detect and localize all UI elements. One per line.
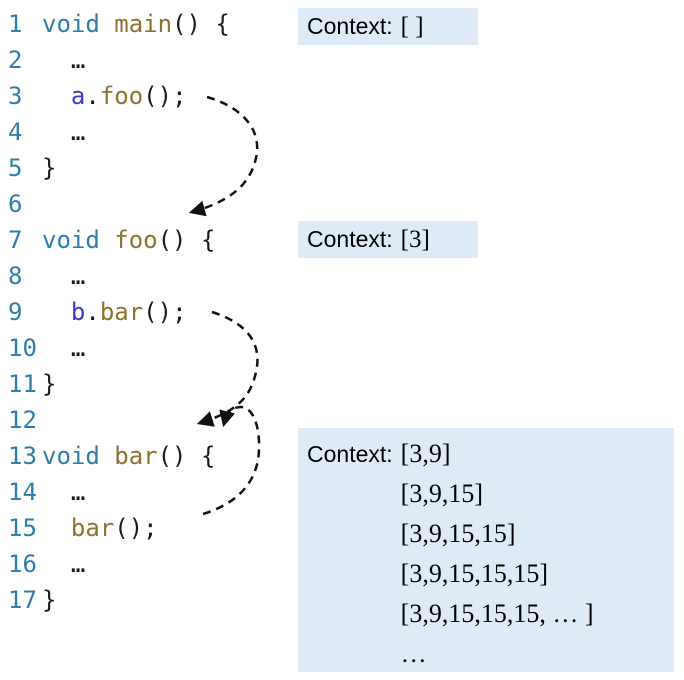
source-text: … xyxy=(42,118,86,146)
context-box-bar: Context: [3,9] [3,9,15] [3,9,15,15] [3,9,15… xyxy=(298,428,674,672)
code-line-6: 6 xyxy=(8,186,230,222)
code-line-7: 7 void foo() { xyxy=(8,222,230,258)
source-text: … xyxy=(42,478,86,506)
code-line-8: 8 … xyxy=(8,258,230,294)
code-line-15: 15 bar(); xyxy=(8,510,230,546)
line-number: 10 xyxy=(8,334,37,362)
context-value: [ ] xyxy=(400,12,424,40)
code-line-10: 10 … xyxy=(8,330,230,366)
context-value: [3,9] xyxy=(400,439,451,468)
context-label: Context: xyxy=(307,13,393,39)
context-label: Context: xyxy=(307,441,393,467)
source-text: void foo() { xyxy=(42,226,216,254)
line-number: 4 xyxy=(8,118,23,146)
line-number: 16 xyxy=(8,550,37,578)
source-text: … xyxy=(42,262,86,290)
code-line-12: 12 xyxy=(8,402,230,438)
code-line-5: 5} xyxy=(8,150,230,186)
line-number: 9 xyxy=(8,298,23,326)
code-line-11: 11} xyxy=(8,366,230,402)
line-number: 7 xyxy=(8,226,23,254)
code-line-1: 1 void main() { xyxy=(8,6,230,42)
code-line-2: 2 … xyxy=(8,42,230,78)
line-number: 6 xyxy=(8,190,23,218)
line-number: 14 xyxy=(8,478,37,506)
line-number: 17 xyxy=(8,586,37,614)
context-value: [3,9,15] xyxy=(400,479,483,508)
source-text: } xyxy=(42,586,57,614)
line-number: 1 xyxy=(8,10,23,38)
code-line-4: 4 … xyxy=(8,114,230,150)
context-value: [3,9,15,15] xyxy=(400,519,516,548)
context-value: [3] xyxy=(400,225,430,253)
source-text: void main() { xyxy=(42,10,230,38)
context-value: [3,9,15,15,15] xyxy=(400,559,548,588)
code-line-16: 16 … xyxy=(8,546,230,582)
source-text: } xyxy=(42,154,57,182)
source-text: } xyxy=(42,370,57,398)
line-number: 12 xyxy=(8,406,37,434)
code-line-3: 3 a.foo(); xyxy=(8,78,230,114)
context-label: Context: xyxy=(307,226,393,252)
code-line-14: 14 … xyxy=(8,474,230,510)
code-line-9: 9 b.bar(); xyxy=(8,294,230,330)
line-number: 13 xyxy=(8,442,37,470)
context-box-foo: Context: [3] xyxy=(298,221,478,258)
line-number: 5 xyxy=(8,154,23,182)
context-value: [3,9,15,15,15, … ] xyxy=(400,599,594,628)
source-text: … xyxy=(42,46,86,74)
source-text: void bar() { xyxy=(42,442,216,470)
context-value: … xyxy=(400,639,427,668)
line-number: 11 xyxy=(8,370,37,398)
source-text: b.bar(); xyxy=(70,298,187,326)
source-text: bar(); xyxy=(70,514,158,542)
context-box-main: Context: [ ] xyxy=(298,8,478,45)
line-number: 2 xyxy=(8,46,23,74)
line-number: 3 xyxy=(8,82,23,110)
source-text: … xyxy=(42,550,86,578)
source-text: a.foo(); xyxy=(70,82,187,110)
code-line-17: 17} xyxy=(8,582,230,618)
line-number: 15 xyxy=(8,514,37,542)
context-value-list: [3,9] [3,9,15] [3,9,15,15] [3,9,15,15,15] [3… xyxy=(401,434,594,674)
line-number: 8 xyxy=(8,262,23,290)
source-text: … xyxy=(42,334,86,362)
